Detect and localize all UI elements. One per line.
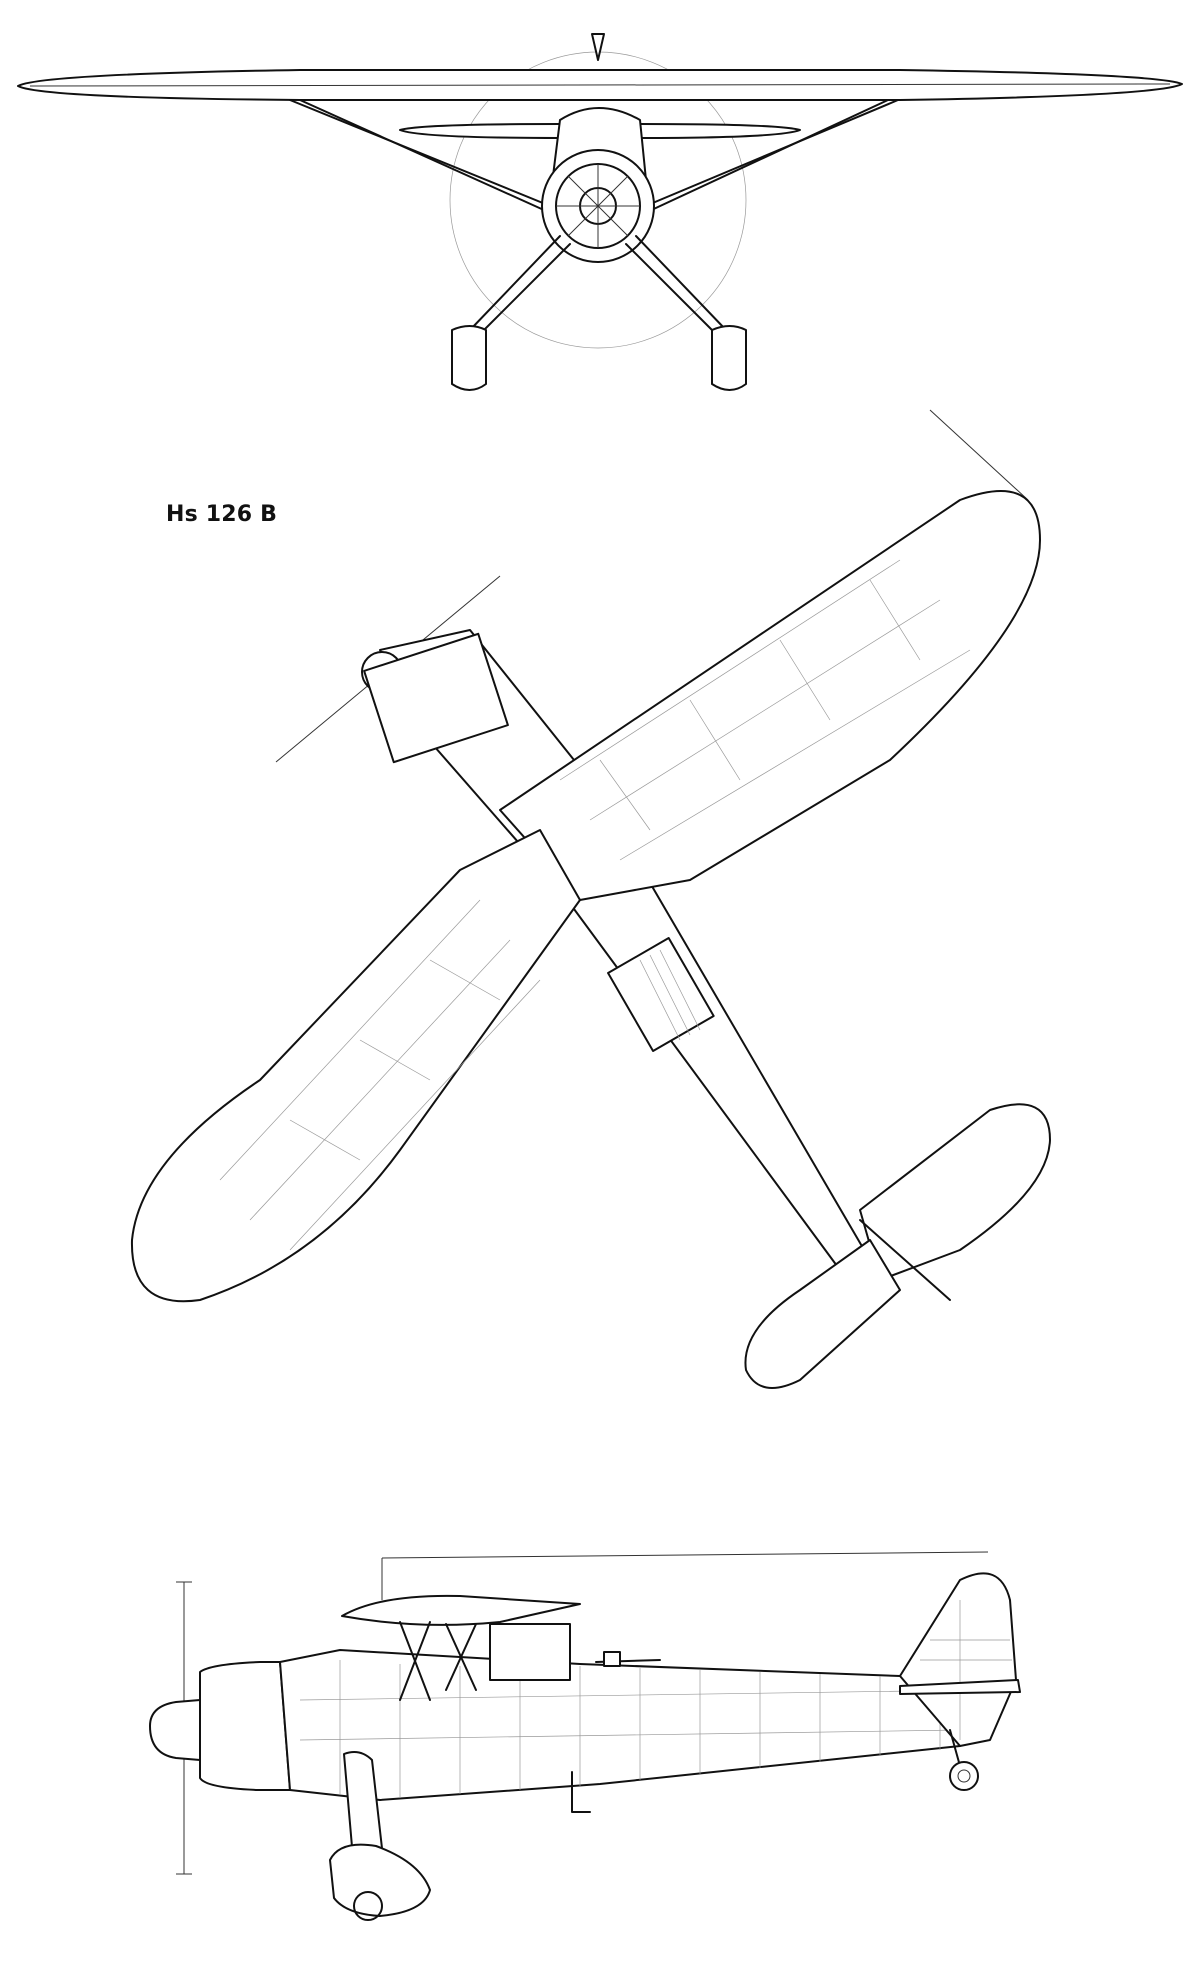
front-view	[17, 33, 1183, 391]
top-view	[130, 409, 1051, 1389]
aircraft-title: Hs 126 B	[166, 502, 278, 527]
